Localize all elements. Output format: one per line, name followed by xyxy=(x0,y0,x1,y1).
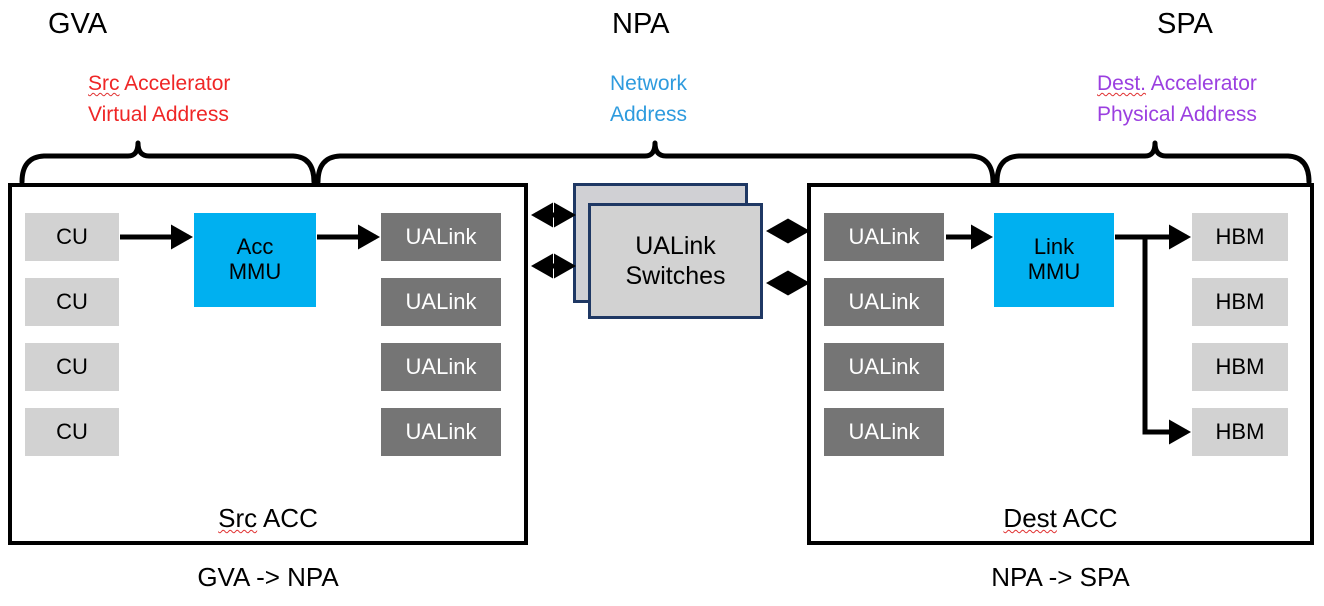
address-caption-gva-line2: Virtual Address xyxy=(88,103,229,127)
source-accelerator-caption-rest: ACC xyxy=(257,503,318,533)
link-mmu-block[interactable]: Link MMU xyxy=(994,213,1114,307)
source-ualink-block-3[interactable]: UALink xyxy=(381,343,501,391)
spellcheck-word-src: Src xyxy=(88,72,120,95)
dest-ualink-label-4: UALink xyxy=(848,418,920,444)
domain-title-spa: SPA xyxy=(1157,8,1213,40)
dest-ualink-block-4[interactable]: UALink xyxy=(824,408,944,456)
ualink-switches-label-line2: Switches xyxy=(625,262,726,290)
ualink-switches-label-line1: UALink xyxy=(635,232,716,260)
hbm-block-3[interactable]: HBM xyxy=(1192,343,1288,391)
hbm-label-3: HBM xyxy=(1215,353,1265,379)
dest-accelerator-caption: Dest ACC xyxy=(807,503,1314,534)
address-caption-gva-line1-rest: Accelerator xyxy=(119,72,231,95)
address-caption-gva-line1: Src Accelerator xyxy=(88,68,230,99)
dest-flow-label: NPA -> SPA xyxy=(991,562,1130,592)
brace-gva xyxy=(19,140,317,185)
source-ualink-block-4[interactable]: UALink xyxy=(381,408,501,456)
address-caption-npa: Network Address xyxy=(610,68,687,130)
source-ualink-block-1[interactable]: UALink xyxy=(381,213,501,261)
dest-ualink-label-1: UALink xyxy=(848,223,920,249)
compute-unit-label-4: CU xyxy=(56,418,88,444)
hbm-label-4: HBM xyxy=(1215,418,1265,444)
source-ualink-label-1: UALink xyxy=(405,223,477,249)
spellcheck-word-dest-acc: Dest xyxy=(1003,503,1057,533)
dest-ualink-label-3: UALink xyxy=(848,353,920,379)
hbm-block-1[interactable]: HBM xyxy=(1192,213,1288,261)
ualink-switches-block[interactable]: UALink Switches xyxy=(588,203,763,319)
dest-ualink-block-2[interactable]: UALink xyxy=(824,278,944,326)
source-flow-label: GVA -> NPA xyxy=(197,562,339,592)
hbm-label-2: HBM xyxy=(1215,288,1265,314)
acc-mmu-block[interactable]: Acc MMU xyxy=(194,213,316,307)
dest-ualink-label-2: UALink xyxy=(848,288,920,314)
compute-unit-label-3: CU xyxy=(56,353,88,379)
address-caption-npa-line1: Network xyxy=(610,72,688,95)
domain-title-gva: GVA xyxy=(48,8,108,40)
compute-unit-label-1: CU xyxy=(56,223,88,249)
address-caption-spa-line1-rest: Accelerator xyxy=(1146,72,1257,95)
source-ualink-block-2[interactable]: UALink xyxy=(381,278,501,326)
compute-unit-label-2: CU xyxy=(56,288,88,314)
spellcheck-word-dest: Dest. xyxy=(1097,72,1147,95)
source-ualink-label-2: UALink xyxy=(405,288,477,314)
acc-mmu-label-line1: Acc xyxy=(236,234,274,260)
address-caption-spa: Dest. Accelerator Physical Address xyxy=(1097,68,1257,130)
acc-mmu-label-line2: MMU xyxy=(228,259,282,284)
dest-ualink-block-3[interactable]: UALink xyxy=(824,343,944,391)
source-accelerator-caption: Src ACC xyxy=(8,503,528,534)
link-mmu-label-line2: MMU xyxy=(1027,259,1081,284)
source-ualink-label-4: UALink xyxy=(405,418,477,444)
brace-spa xyxy=(994,140,1312,185)
hbm-block-4[interactable]: HBM xyxy=(1192,408,1288,456)
address-caption-spa-line1: Dest. Accelerator xyxy=(1097,68,1257,99)
source-ualink-label-3: UALink xyxy=(405,353,477,379)
address-caption-npa-line2: Address xyxy=(610,103,688,127)
compute-unit-block-2[interactable]: CU xyxy=(25,278,119,326)
hbm-label-1: HBM xyxy=(1215,223,1265,249)
link-mmu-label-line1: Link xyxy=(1033,234,1075,260)
address-caption-gva: Src Accelerator Virtual Address xyxy=(88,68,230,130)
address-caption-spa-line2: Physical Address xyxy=(1097,103,1257,127)
hbm-block-2[interactable]: HBM xyxy=(1192,278,1288,326)
dest-ualink-block-1[interactable]: UALink xyxy=(824,213,944,261)
brace-npa xyxy=(315,140,996,185)
compute-unit-block-1[interactable]: CU xyxy=(25,213,119,261)
domain-title-npa: NPA xyxy=(612,8,670,40)
compute-unit-block-3[interactable]: CU xyxy=(25,343,119,391)
spellcheck-word-src-acc: Src xyxy=(218,503,258,533)
dest-accelerator-caption-rest: ACC xyxy=(1056,503,1118,533)
compute-unit-block-4[interactable]: CU xyxy=(25,408,119,456)
